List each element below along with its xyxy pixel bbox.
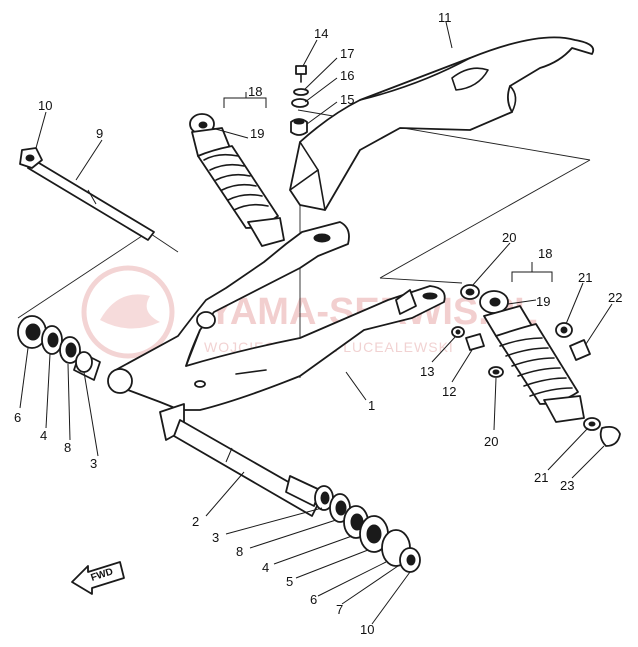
callout-11: 11 — [438, 10, 452, 25]
callout-19-right: 19 — [536, 294, 550, 309]
callout-14: 14 — [314, 26, 328, 41]
callout-21-bottom: 21 — [534, 470, 548, 485]
callout-4-left: 4 — [40, 428, 47, 443]
leader-lines — [19, 21, 613, 625]
callout-23: 23 — [560, 478, 574, 493]
left-bushing-stack — [17, 315, 101, 381]
callout-5: 5 — [286, 574, 293, 589]
callout-3-right: 3 — [212, 530, 219, 545]
pivot-shaft — [19, 147, 155, 241]
callout-1: 1 — [368, 398, 375, 413]
callout-17: 17 — [340, 46, 354, 61]
pivot-axle — [159, 403, 321, 517]
callout-20-bottom: 20 — [484, 434, 498, 449]
callout-2: 2 — [192, 514, 199, 529]
callout-3-left: 3 — [90, 456, 97, 471]
callout-13: 13 — [420, 364, 434, 379]
part-callouts: 14 17 16 15 11 10 9 18 19 20 18 21 22 19… — [14, 10, 622, 637]
callout-20-top: 20 — [502, 230, 516, 245]
callout-6-right: 6 — [310, 592, 317, 607]
chain-case-bolt — [290, 65, 309, 136]
callout-15: 15 — [340, 92, 354, 107]
callout-21-top: 21 — [578, 270, 592, 285]
callout-10-left: 10 — [38, 98, 52, 113]
callout-22: 22 — [608, 290, 622, 305]
right-bushing-stack — [314, 485, 421, 573]
callout-9: 9 — [96, 126, 103, 141]
forward-direction-marker: FWD — [71, 561, 125, 595]
callout-6-left: 6 — [14, 410, 21, 425]
callout-18-right: 18 — [538, 246, 552, 261]
callout-4-right: 4 — [262, 560, 269, 575]
swing-arm — [107, 221, 446, 411]
callout-18-left: 18 — [248, 84, 262, 99]
right-shock-absorber — [395, 284, 621, 447]
callout-19-left: 19 — [250, 126, 264, 141]
callout-12: 12 — [442, 384, 456, 399]
callout-8-left: 8 — [64, 440, 71, 455]
left-shock-absorber — [189, 113, 285, 247]
callout-7: 7 — [336, 602, 343, 617]
callout-10-right: 10 — [360, 622, 374, 637]
watermark-logo-icon — [81, 265, 175, 359]
chain-case — [289, 36, 595, 211]
callout-8-right: 8 — [236, 544, 243, 559]
callout-16: 16 — [340, 68, 354, 83]
